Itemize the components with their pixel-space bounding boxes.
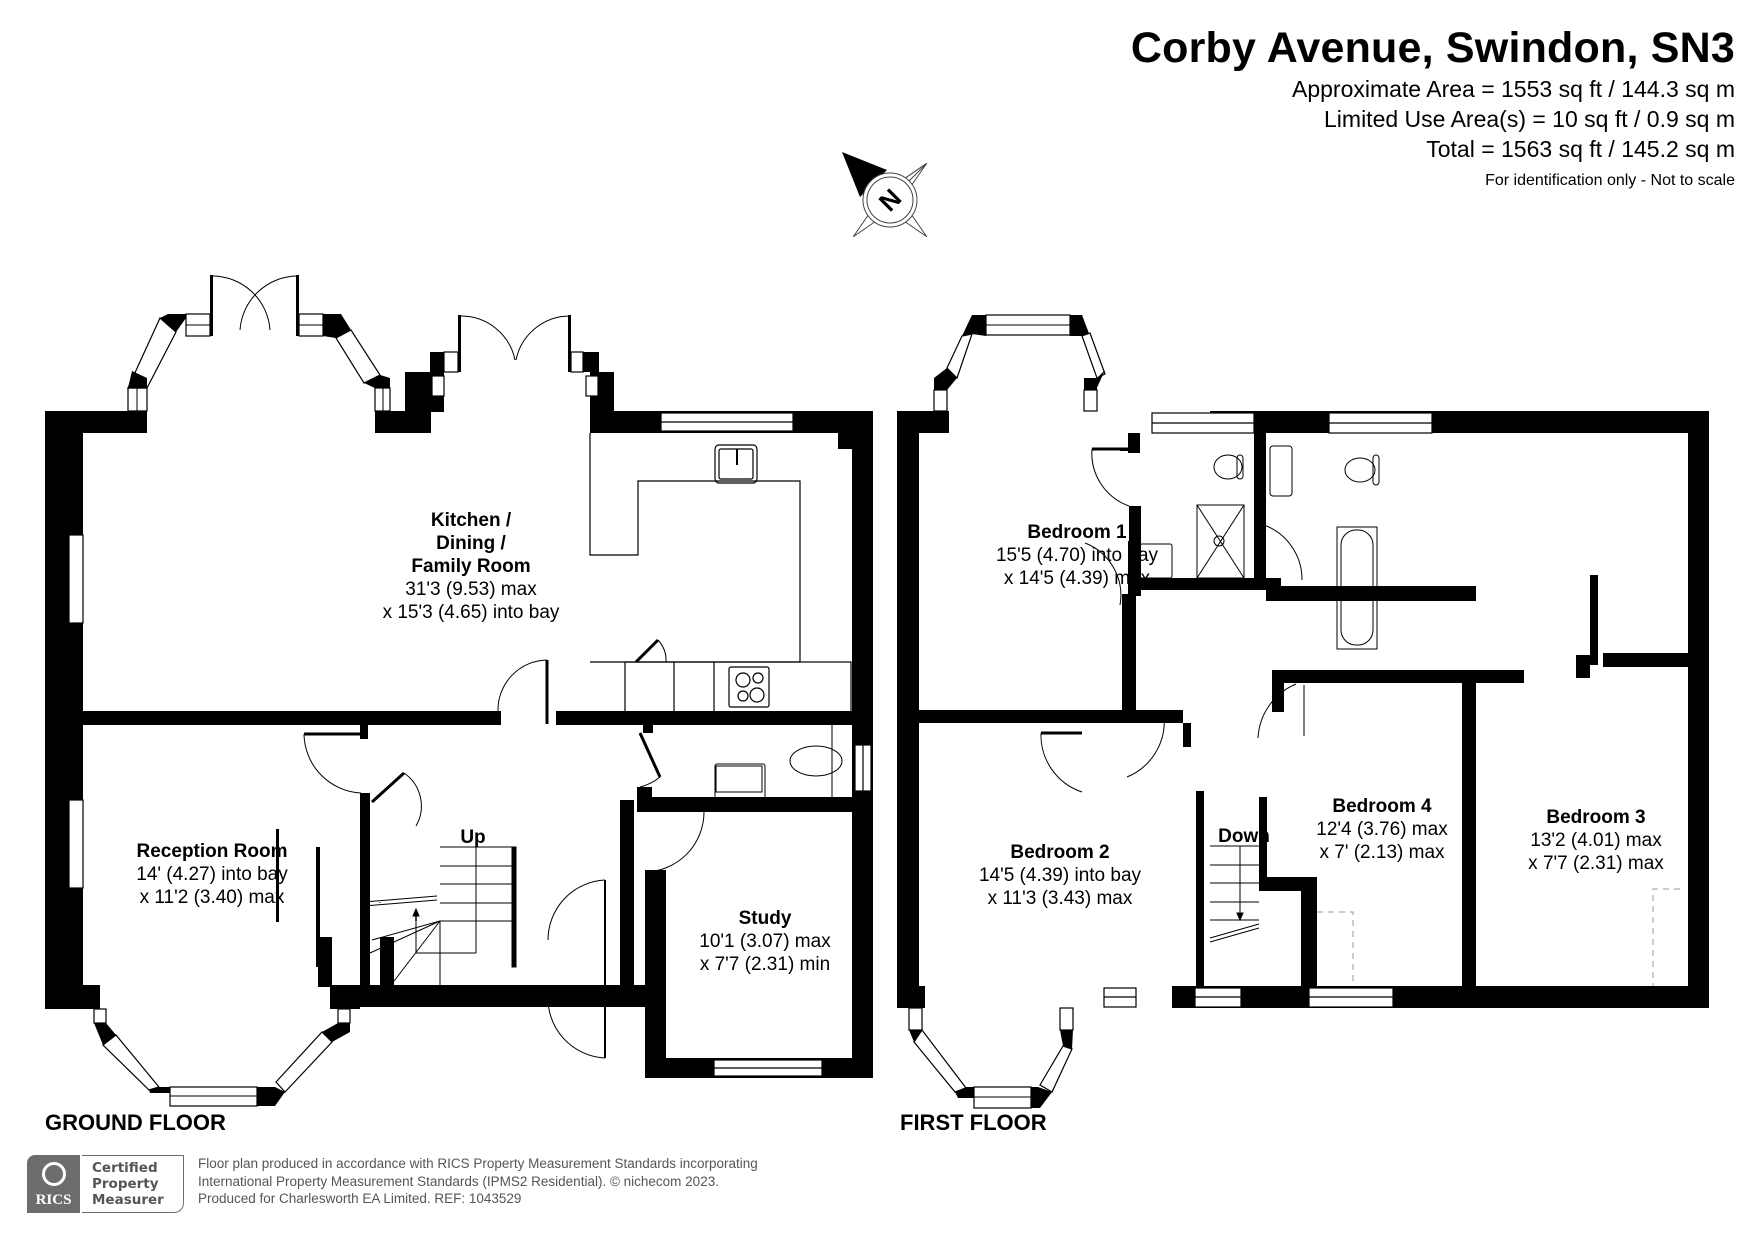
room-labels: Kitchen / Dining / Family Room 31'3 (9.5… (136, 510, 1664, 975)
room-kitchen-name-3: Family Room (411, 556, 530, 577)
limited-use-outline (1317, 888, 1680, 986)
ground-floor-stairs (363, 846, 517, 986)
room-kitchen-name-2: Dining / (436, 533, 506, 554)
bathroom-fittings (1139, 445, 1380, 650)
room-reception-name: Reception Room (137, 841, 288, 862)
cert-line-3: Measurer (92, 1192, 164, 1208)
room-study-name: Study (739, 908, 792, 929)
first-floor-plan (897, 411, 1709, 1008)
stairs-up-label: Up (460, 827, 485, 848)
ground-floor-plan (45, 372, 873, 1078)
reception-bay (93, 1008, 351, 1107)
kitchen-fittings (589, 433, 852, 713)
north-compass-icon: N (842, 152, 928, 238)
ground-floor-doors (303, 659, 705, 1059)
room-bedroom2-dim-2: x 11'3 (3.43) max (988, 888, 1133, 909)
first-floor-stairs (1209, 845, 1260, 943)
footer-line-3: Produced for Charlesworth EA Limited. RE… (198, 1191, 522, 1206)
room-bedroom1-dim-1: 15'5 (4.70) into bay (996, 545, 1159, 566)
kitchen-french-doors (430, 315, 599, 412)
room-bedroom2-dim-1: 14'5 (4.39) into bay (979, 865, 1142, 886)
total-area: Total = 1563 sq ft / 145.2 sq m (1426, 136, 1735, 162)
rics-logo: RICS (27, 1155, 80, 1213)
room-kitchen-name-1: Kitchen / (431, 510, 512, 531)
room-bedroom1-name: Bedroom 1 (1027, 522, 1127, 543)
approximate-area: Approximate Area = 1553 sq ft / 144.3 sq… (1291, 76, 1735, 102)
footer-text: Floor plan produced in accordance with R… (198, 1155, 758, 1208)
bedroom1-bay (933, 314, 1106, 412)
cert-line-2: Property (92, 1176, 159, 1192)
room-kitchen-dim-1: 31'3 (9.53) max (405, 579, 537, 600)
limited-use-area: Limited Use Area(s) = 10 sq ft / 0.9 sq … (1324, 106, 1735, 132)
room-bedroom3-dim-1: 13'2 (4.01) max (1530, 830, 1662, 851)
room-study-dim-1: 10'1 (3.07) max (699, 931, 831, 952)
room-bedroom1-dim-2: x 14'5 (4.39) max (1004, 568, 1151, 589)
room-reception-dim-1: 14' (4.27) into bay (136, 864, 288, 885)
cert-line-1: Certified (92, 1160, 158, 1176)
bedroom2-bay (908, 1007, 1074, 1109)
kitchen-bay-left (127, 275, 391, 412)
footer-line-2: International Property Measurement Stand… (198, 1173, 719, 1189)
room-bedroom4-name: Bedroom 4 (1332, 796, 1432, 817)
room-bedroom2-name: Bedroom 2 (1010, 842, 1109, 863)
room-bedroom3-name: Bedroom 3 (1546, 807, 1645, 828)
property-title: Corby Avenue, Swindon, SN3 (1130, 24, 1735, 72)
ground-floor-label: GROUND FLOOR (45, 1110, 226, 1135)
rics-logo-text: RICS (35, 1192, 72, 1208)
footer: RICS Certified Property Measurer Floor p… (27, 1155, 758, 1213)
stairs-down-label: Down (1218, 826, 1270, 847)
header: Corby Avenue, Swindon, SN3 Approximate A… (1131, 22, 1735, 194)
first-floor-doors (1040, 447, 1305, 793)
room-bedroom4-dim-2: x 7' (2.13) max (1319, 842, 1445, 863)
scale-disclaimer: For identification only - Not to scale (1485, 172, 1735, 189)
room-study-dim-2: x 7'7 (2.31) min (700, 954, 830, 975)
room-bedroom4-dim-1: 12'4 (3.76) max (1316, 819, 1448, 840)
first-floor-label: FIRST FLOOR (900, 1110, 1047, 1135)
certified-property-measurer-badge: Certified Property Measurer (82, 1155, 184, 1213)
ground-floor-windows (68, 412, 872, 1077)
room-reception-dim-2: x 11'2 (3.40) max (140, 887, 285, 908)
first-floor-windows (1103, 412, 1433, 1008)
footer-line-1: Floor plan produced in accordance with R… (198, 1156, 758, 1171)
room-bedroom3-dim-2: x 7'7 (2.31) max (1528, 853, 1664, 874)
rics-lion-icon (41, 1162, 66, 1186)
wc-fittings (714, 725, 843, 803)
room-kitchen-dim-2: x 15'3 (4.65) into bay (383, 602, 560, 623)
